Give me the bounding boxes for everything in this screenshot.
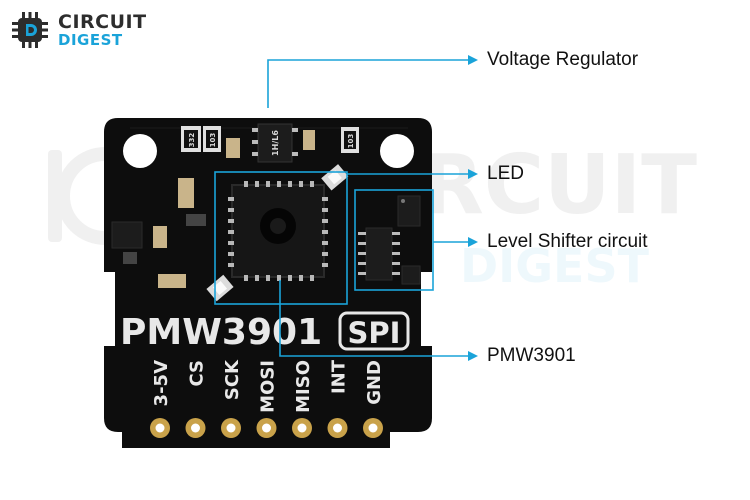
circuit-digest-logo: CIRCUIT DIGEST — [10, 10, 147, 50]
mounting-hole-left — [123, 134, 157, 168]
capacitor-left-2 — [153, 226, 167, 248]
pin-label: GND — [364, 360, 385, 405]
led-bottom — [206, 274, 234, 302]
pin-hole — [262, 423, 271, 433]
watermark-line2: DIGEST — [460, 239, 650, 293]
callout-label-voltage-regulator: Voltage Regulator — [487, 49, 639, 70]
level-shifter-chip-1 — [358, 227, 400, 281]
capacitor-top-2 — [303, 130, 315, 150]
callout-box-led — [214, 171, 348, 305]
logo-line-digest: DIGEST — [58, 30, 123, 49]
smd-small — [123, 252, 137, 264]
callout-lines — [214, 59, 470, 357]
svg-text:103: 103 — [209, 133, 217, 148]
logo-line-circuit: CIRCUIT — [58, 10, 147, 33]
pin-pads — [150, 418, 383, 438]
pin-label: MISO — [293, 360, 314, 413]
callout-line-voltage-regulator — [267, 59, 470, 108]
resistor-left: 332 — [181, 126, 201, 152]
level-shifter-chip-3 — [401, 265, 421, 285]
pin-hole — [155, 423, 165, 433]
voltage-regulator-chip: 1H/L6 — [252, 123, 298, 163]
mounting-hole-right — [380, 134, 414, 168]
resistor-right: 103 — [341, 127, 359, 153]
pin-label: SCK — [222, 359, 243, 400]
capacitor-bottom — [158, 274, 186, 288]
pin-hole — [333, 423, 342, 433]
pin-hole — [226, 423, 236, 433]
callout-label-led: LED — [487, 163, 524, 184]
pin-hole — [297, 423, 307, 433]
level-shifter-chip-2 — [397, 195, 421, 227]
capacitor-left — [178, 178, 194, 208]
svg-text:332: 332 — [188, 133, 196, 148]
led-top — [321, 164, 349, 191]
callout-label-level-shifter: Level Shifter circuit — [487, 231, 648, 252]
pmw3901-sensor-chip — [228, 181, 328, 281]
pin-label: MOSI — [258, 360, 279, 413]
callout-box-level-shifter — [354, 189, 434, 291]
pin-label: INT — [329, 359, 350, 394]
svg-text:103: 103 — [347, 134, 355, 149]
svg-text:1H/L6: 1H/L6 — [271, 130, 280, 156]
board-title: PMW3901 — [120, 312, 322, 353]
spi-badge-frame — [338, 311, 410, 351]
callout-arrowheads — [468, 55, 478, 361]
pin-hole — [191, 423, 200, 433]
pin-label: 3-5V — [151, 360, 172, 407]
smd-left — [186, 214, 206, 226]
pin-labels: 3-5V CS SCK MOSI MISO INT GND — [151, 359, 385, 413]
pin-label: CS — [187, 360, 208, 387]
chip-logo-icon — [12, 12, 48, 48]
pin-hole — [368, 423, 378, 433]
callout-label-pmw3901: PMW3901 — [487, 345, 576, 366]
capacitor-top — [226, 138, 240, 158]
spi-badge: SPI — [348, 316, 401, 350]
callout-line-pmw3901 — [279, 280, 470, 357]
resistor-mid: 103 — [203, 126, 221, 152]
transistor-left — [111, 221, 143, 249]
